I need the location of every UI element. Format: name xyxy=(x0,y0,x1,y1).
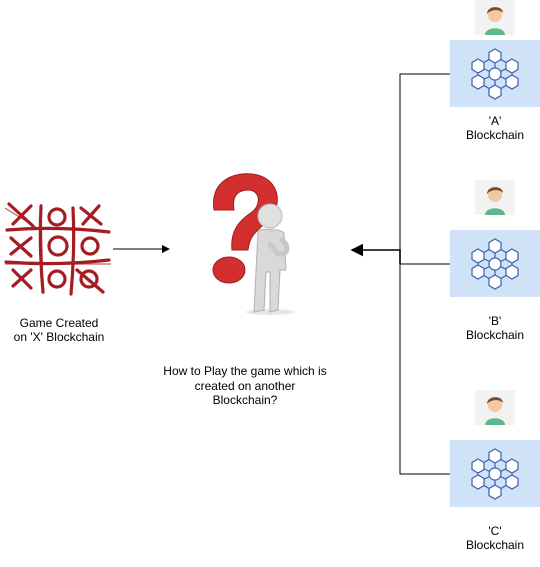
user-avatar-a xyxy=(475,0,515,35)
thinking-person-question-mark-icon xyxy=(212,173,294,315)
user-avatar-b xyxy=(475,180,515,215)
blockchain-label-a-line2: Blockchain xyxy=(465,128,525,142)
blockchain-label-c-line1: 'C' xyxy=(488,524,502,538)
blockchain-node-b[interactable] xyxy=(450,230,540,297)
user-avatar-c xyxy=(475,390,515,425)
blockchain-label-b-line2: Blockchain xyxy=(465,328,525,342)
blockchain-node-c[interactable] xyxy=(450,440,540,507)
blockchain-network-icon xyxy=(471,448,519,500)
user-icon xyxy=(485,187,505,215)
game-caption-line2: on 'X' Blockchain xyxy=(13,330,105,344)
blockchain-label-a-line1: 'A' xyxy=(488,114,502,128)
question-caption: How to Play the game which is created on… xyxy=(163,364,327,407)
game-caption-line1: Game Created xyxy=(19,316,99,330)
blockchain-network-icon xyxy=(471,48,519,100)
blockchain-label-c-line2: Blockchain xyxy=(465,538,525,552)
user-icon xyxy=(485,397,505,425)
blockchains-to-question-arrow xyxy=(350,243,401,264)
blockchain-label-c: 'C' Blockchain xyxy=(450,524,540,552)
game-caption: Game Created on 'X' Blockchain xyxy=(4,316,114,344)
user-icon xyxy=(485,7,505,35)
tic-tac-toe-icon xyxy=(4,202,111,296)
blockchain-network-icon xyxy=(471,238,519,290)
blockchain-node-a[interactable] xyxy=(450,40,540,107)
blockchain-label-b: 'B' Blockchain xyxy=(450,314,540,342)
blockchain-label-b-line1: 'B' xyxy=(488,314,502,328)
blockchain-connector-bracket xyxy=(399,73,450,475)
blockchain-label-a: 'A' Blockchain xyxy=(450,114,540,142)
